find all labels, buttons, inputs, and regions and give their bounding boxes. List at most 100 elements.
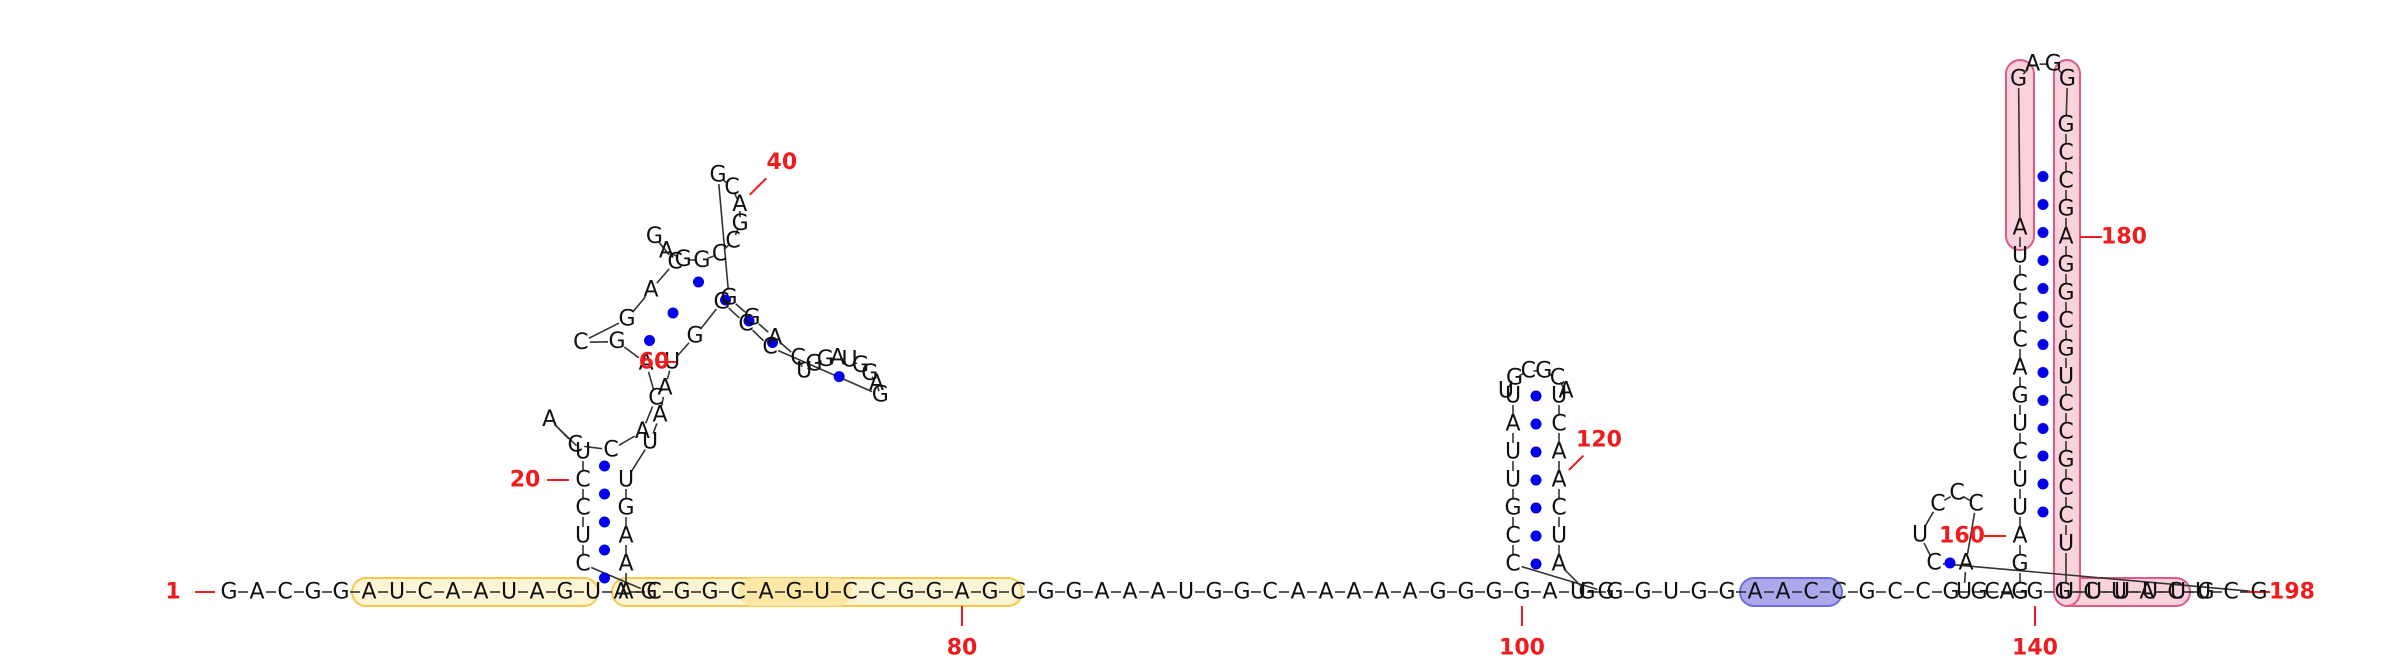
nucleotide: C (2058, 309, 2073, 334)
nucleotide: G (1606, 580, 1623, 605)
nucleotide: C (575, 468, 590, 493)
nucleotide: G (785, 580, 802, 605)
nucleotide: A (1551, 468, 1566, 493)
backbone-bond (1508, 382, 1513, 388)
nucleotide: G (618, 307, 635, 332)
nucleotide: U (1570, 580, 1586, 605)
nucleotide: G (1429, 580, 1446, 605)
nucleotide: G (2057, 448, 2074, 473)
nucleotide: A (2012, 216, 2027, 241)
base-pair-dot (1530, 474, 1542, 486)
nucleotide: G (713, 290, 730, 315)
nucleotide: C (2167, 580, 2182, 605)
position-label-198: 198 (2269, 580, 2315, 605)
nucleotide: C (568, 433, 583, 458)
base-pair-dot (599, 516, 610, 528)
nucleotide: C (1887, 580, 1902, 605)
base-pair-dot (2037, 450, 2049, 462)
nucleotide: A (767, 326, 782, 351)
nucleotide: A (732, 192, 747, 217)
nucleotide: A (830, 346, 845, 371)
nucleotide: U (585, 580, 601, 605)
nucleotide: A (542, 407, 557, 432)
backbone-bond (1923, 542, 1931, 556)
nucleotide: A (1318, 580, 1333, 605)
nucleotide: A (1747, 580, 1762, 605)
nucleotide: C (575, 496, 590, 521)
backbone-bond (817, 360, 822, 364)
nucleotide: U (2012, 412, 2028, 437)
nucleotide: C (1551, 412, 1566, 437)
base-pair-dot (2037, 478, 2049, 490)
base-pair-dot (667, 307, 679, 319)
nucleotide: C (2012, 440, 2027, 465)
nucleotide: G (556, 580, 573, 605)
nucleotide: U (2012, 244, 2028, 269)
nucleotide: U (642, 430, 658, 455)
nucleotide: U (1498, 379, 1514, 404)
nucleotide: C (277, 580, 292, 605)
base-pair-dot (720, 294, 731, 306)
nucleotide: A (643, 278, 658, 303)
nucleotide: C (2083, 580, 2098, 605)
nucleotide: C (603, 437, 618, 462)
nucleotide: C (2058, 392, 2073, 417)
nucleotide: A (1122, 580, 1137, 605)
backbone-bond (647, 371, 655, 390)
nucleotide: G (852, 353, 869, 378)
nucleotide: C (1968, 492, 1983, 517)
backbone-bond (734, 228, 739, 236)
position-tick (749, 177, 767, 196)
backbone-bond (666, 370, 671, 380)
backbone-bond (1560, 392, 1565, 396)
nucleotide: A (1551, 440, 1566, 465)
nucleotide: A (1775, 580, 1790, 605)
base-pair-dot (2037, 171, 2049, 182)
nucleotide: C (1262, 580, 1277, 605)
nucleotide: C (648, 386, 663, 411)
nucleotide: G (2011, 384, 2028, 409)
nucleotide: G (2026, 580, 2043, 605)
nucleotide: U (2142, 580, 2158, 605)
position-label-180: 180 (2101, 225, 2147, 250)
nucleotide: A (1958, 551, 1973, 576)
nucleotide: G (220, 580, 237, 605)
nucleotide: G (1942, 580, 1959, 605)
nucleotide: A (657, 376, 672, 401)
base-pair-dot (1530, 418, 1542, 430)
nucleotide: U (1178, 580, 1194, 605)
nucleotide: U (1505, 440, 1521, 465)
nucleotide: G (925, 580, 942, 605)
base-pair-dot (2037, 255, 2049, 266)
nucleotide: G (1233, 580, 1250, 605)
nucleotide: G (1535, 358, 1552, 383)
nucleotide: G (693, 248, 710, 273)
nucleotide: A (249, 580, 264, 605)
backbone-bond (656, 268, 670, 284)
backbone-bond (2057, 68, 2064, 75)
nucleotide: A (618, 552, 633, 577)
nucleotide: A (1505, 412, 1520, 437)
nucleotide: G (646, 224, 663, 249)
nucleotide: G (640, 580, 657, 605)
nucleotide: A (2012, 356, 2027, 381)
nucleotide: A (2025, 52, 2040, 77)
backbone-bond (590, 566, 642, 590)
backbone-bond (1962, 495, 1971, 502)
backbone-bond (718, 184, 729, 290)
nucleotide: U (2058, 532, 2074, 557)
base-pair-dot (2037, 311, 2049, 322)
nucleotide: G (2250, 580, 2267, 605)
nucleotide: C (417, 580, 432, 605)
nucleotide: A (1542, 580, 1557, 605)
backbone-bond (2065, 88, 2068, 117)
nucleotide: G (2197, 580, 2214, 605)
position-label-60: 60 (639, 350, 670, 375)
nucleotide: C (1831, 580, 1846, 605)
nucleotide: C (573, 330, 588, 355)
nucleotide: G (304, 580, 321, 605)
nucleotide: U (575, 440, 591, 465)
nucleotide: U (2170, 580, 2186, 605)
